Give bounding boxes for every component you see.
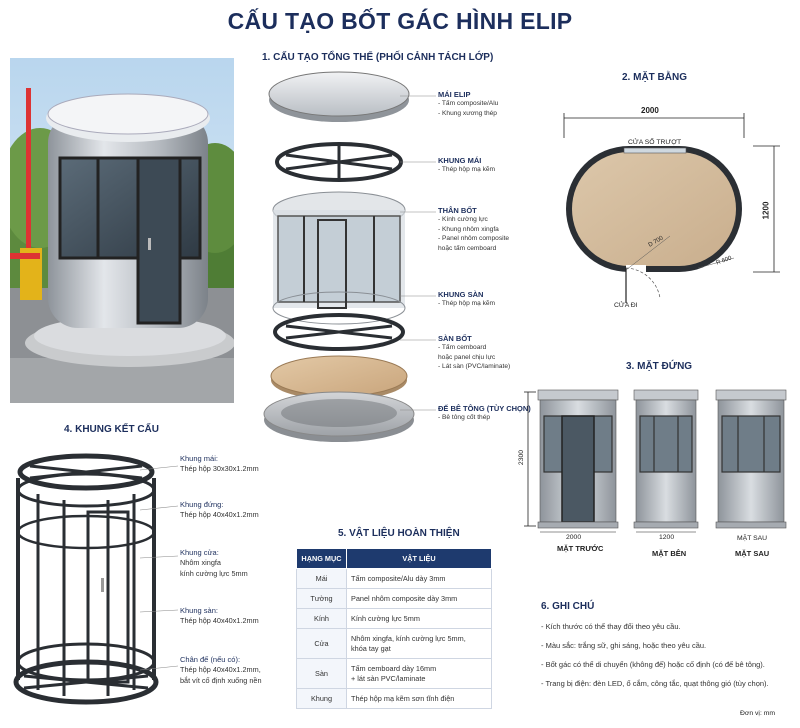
materials-header-item: HẠNG MỤC: [296, 548, 347, 569]
frame-label-base: Chân đế (nếu có): Thép hộp 40x40x1.2mm, …: [180, 655, 262, 685]
section-notes-title: 6. GHI CHÚ: [541, 601, 595, 612]
layer-label-roof: MÁI ELIP - Tấm composite/Alu - Khung xươ…: [438, 90, 499, 117]
elevation-front: [537, 389, 619, 529]
plan-drawing: [563, 113, 780, 303]
frame-label-floor: Khung sàn: Thép hộp 40x40x1.2mm: [180, 606, 259, 625]
elevation-back-caption: MẶT SAU: [735, 549, 770, 558]
layer-label-concrete-base: ĐẾ BÊ TÔNG (TÙY CHỌN) - Bê tông cốt thép: [438, 404, 531, 421]
section-exploded-title: 1. CẤU TẠO TỔNG THỂ (PHỐI CẢNH TÁCH LỚP): [262, 52, 494, 63]
body-layer: [272, 191, 406, 325]
layer-label-body: THÂN BỐT - Kính cường lực - Khung nhôm x…: [438, 206, 510, 252]
elevation-back: [715, 389, 787, 529]
table-row: Sàn Tấm cemboard dày 16mm + lát sàn PVC/…: [296, 658, 492, 689]
table-row: Kính Kính cường lực 5mm: [296, 608, 492, 629]
materials-header-row: HẠNG MỤC VẬT LIỆU: [296, 548, 492, 569]
elevation-side-dim: 1200: [659, 534, 675, 541]
plan-depth-dim: 1200: [761, 201, 771, 220]
elevation-front-caption: MẶT TRƯỚC: [557, 544, 604, 553]
section-materials-title: 5. VẬT LIỆU HOÀN THIỆN: [338, 528, 460, 539]
elevation-back-dim: MẶT SAU: [737, 535, 768, 542]
list-item: - Kích thước có thể thay đổi theo yêu cầ…: [541, 622, 681, 631]
booth-photo: [10, 58, 234, 403]
layer-label-roof-frame: KHUNG MÁI - Thép hộp mạ kẽm: [438, 156, 496, 173]
table-row: Mái Tấm composite/Alu dày 3mm: [296, 568, 492, 589]
table-row: Cửa Nhôm xingfa, kính cường lực 5mm, khó…: [296, 628, 492, 659]
elevation-front-dim: 2000: [566, 534, 582, 541]
section-elevation-title: 3. MẶT ĐỨNG: [626, 361, 693, 372]
materials-header-material: VẬT LIỆU: [346, 548, 492, 569]
elevation-side: [633, 389, 699, 529]
frame-label-vertical: Khung đứng: Thép hộp 40x40x1.2mm: [180, 500, 259, 519]
frame-label-door: Khung cửa: Nhôm xingfa kính cường lực 5m…: [180, 548, 248, 578]
page-title: CẤU TẠO BỐT GÁC HÌNH ELIP: [227, 8, 573, 34]
list-item: - Màu sắc: trắng sữ, ghi sáng, hoặc theo…: [541, 641, 707, 650]
exploded-leader-lines: [400, 95, 436, 411]
plan-window-label: CỬA SỔ TRƯỢT: [628, 139, 682, 146]
list-item: - Bốt gác có thể di chuyển (không đế) ho…: [541, 660, 765, 669]
exploded-layers-drawing: [263, 71, 415, 442]
frame-drawing: [13, 453, 159, 705]
layer-label-floor-frame: KHUNG SÀN - Thép hộp mạ kẽm: [438, 290, 496, 307]
elevation-height-dim: 2300: [518, 449, 526, 466]
plan-door-label: CỬA ĐI: [614, 302, 638, 309]
notes-list: - Kích thước có thể thay đổi theo yêu cầ…: [541, 617, 769, 693]
layer-label-floor: SÀN BỐT - Tấm cemboard hoặc panel chịu l…: [438, 334, 511, 370]
section-frame-title: 4. KHUNG KẾT CẤU: [64, 424, 160, 435]
section-plan-title: 2. MẶT BẰNG: [622, 72, 687, 83]
table-row: Khung Thép hộp mạ kẽm sơn tĩnh điện: [296, 688, 492, 709]
elevation-drawing: [524, 389, 787, 533]
frame-leader-lines: [140, 465, 179, 671]
list-item: - Trang bị điện: đèn LED, ổ cắm, công tắ…: [541, 679, 769, 688]
table-row: Tường Panel nhôm composite dày 3mm: [296, 588, 492, 609]
frame-label-roof: Khung mái: Thép hộp 30x30x1.2mm: [180, 454, 259, 473]
elevation-side-caption: MẶT BÊN: [652, 549, 687, 558]
materials-table: HẠNG MỤC VẬT LIỆU Mái Tấm composite/Alu …: [296, 548, 492, 709]
plan-width-dim: 2000: [641, 106, 659, 115]
unit-label: Đơn vị: mm: [740, 710, 776, 717]
floor-frame-layer: [273, 313, 405, 351]
